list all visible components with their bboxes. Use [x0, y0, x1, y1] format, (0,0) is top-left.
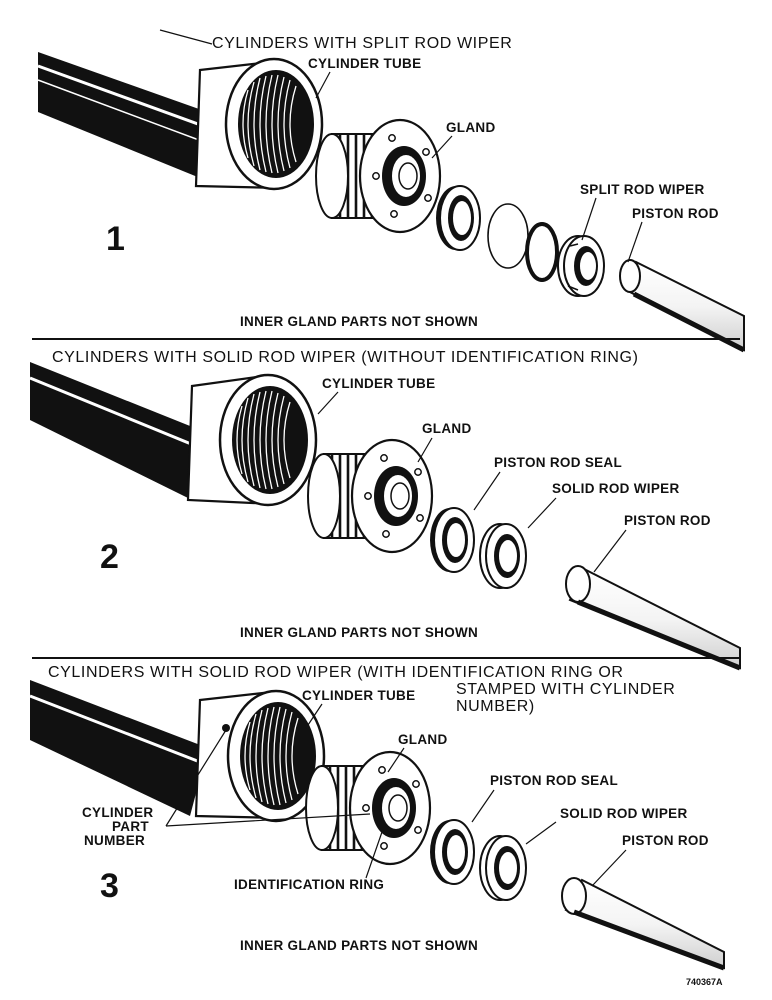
panel-number-3: 3 — [100, 867, 119, 905]
panel-3-title-line-3: NUMBER) — [456, 698, 535, 715]
leader-piston-rod-seal — [473, 471, 501, 511]
gland-2 — [306, 438, 434, 554]
cylinder-tube-bore — [224, 57, 324, 191]
piston-rod-2 — [568, 568, 741, 670]
leader-split-rod-wiper — [581, 197, 597, 241]
cylinder-tube-bore-2 — [218, 373, 318, 507]
panel-3-title-line-1: CYLINDERS WITH SOLID ROD WIPER (WITH IDE… — [48, 664, 624, 681]
leader-piston-rod-2 — [593, 529, 627, 573]
label-cylinder-tube-2: CYLINDER TUBE — [322, 376, 435, 391]
tube-highlight-3 — [29, 376, 197, 448]
leader-solid-rod-wiper-3 — [525, 821, 557, 845]
label-cylinder-tube-3: CYLINDER TUBE — [302, 688, 415, 703]
piston-rod — [624, 260, 745, 352]
figure-code: 740367A — [686, 977, 723, 987]
leader-gland-3 — [387, 747, 405, 773]
label-identification-ring: IDENTIFICATION RING — [234, 877, 384, 892]
panel-number-1: 1 — [106, 220, 125, 258]
gland — [314, 118, 442, 234]
label-piston-rod: PISTON ROD — [632, 206, 719, 221]
leader-solid-rod-wiper — [527, 497, 557, 529]
label-cylinder-tube: CYLINDER TUBE — [308, 56, 421, 71]
label-solid-rod-wiper: SOLID ROD WIPER — [552, 481, 680, 496]
gland-3 — [304, 750, 432, 866]
leader-piston-rod — [627, 221, 643, 263]
panel-3-title-line-2: STAMPED WITH CYLINDER — [456, 681, 675, 698]
leader-part-number-tube — [165, 729, 227, 827]
panel-1-note: INNER GLAND PARTS NOT SHOWN — [240, 314, 478, 329]
label-cylinder-part-number-line-3: NUMBER — [84, 833, 145, 848]
label-solid-rod-wiper-3: SOLID ROD WIPER — [560, 806, 688, 821]
piston-rod-end-2 — [565, 565, 591, 603]
seal-ring — [435, 185, 481, 251]
piston-rod-seal — [429, 507, 475, 573]
leader-gland — [431, 135, 453, 159]
solid-rod-wiper-3 — [479, 835, 527, 901]
leader-cylinder-tube-3 — [305, 703, 323, 729]
panel-1-title-leader — [159, 29, 213, 45]
piston-rod-seal-3 — [429, 819, 475, 885]
tube-highlight-2 — [37, 79, 216, 147]
label-split-rod-wiper: SPLIT ROD WIPER — [580, 182, 705, 197]
leader-gland-2 — [417, 437, 433, 463]
panel-2-title: CYLINDERS WITH SOLID ROD WIPER (WITHOUT … — [52, 349, 639, 366]
panel-number-2: 2 — [100, 538, 119, 576]
label-cylinder-part-number: CYLINDER PART NUMBER — [82, 805, 153, 848]
panel-3: CYLINDERS WITH SOLID ROD WIPER (WITH IDE… — [29, 664, 725, 971]
cylinder-tube-shaft-3 — [30, 680, 208, 816]
leader-cylinder-tube-2 — [317, 391, 339, 415]
panel-2-note: INNER GLAND PARTS NOT SHOWN — [240, 625, 478, 640]
piston-rod-3 — [564, 878, 725, 970]
piston-rod-shadow-3 — [573, 909, 725, 971]
o-ring — [525, 222, 559, 282]
label-piston-rod-seal-3: PISTON ROD SEAL — [490, 773, 618, 788]
stamp-mark — [222, 724, 230, 732]
panel-1: CYLINDERS WITH SPLIT ROD WIPER CYLINDER … — [37, 29, 746, 353]
leader-piston-rod-3 — [591, 849, 627, 887]
leader-piston-rod-seal-3 — [471, 789, 495, 823]
tube-highlight-4 — [29, 694, 201, 764]
label-piston-rod-3: PISTON ROD — [622, 833, 709, 848]
leader-identification-ring — [365, 831, 383, 879]
solid-rod-wiper — [479, 523, 527, 589]
label-cylinder-part-number-line-1: CYLINDER — [82, 805, 153, 820]
label-piston-rod-seal: PISTON ROD SEAL — [494, 455, 622, 470]
cylinder-tube-shaft-2 — [30, 362, 205, 498]
label-piston-rod-2: PISTON ROD — [624, 513, 711, 528]
label-gland-3: GLAND — [398, 732, 448, 747]
leader-part-number-ring — [165, 813, 371, 827]
panel-2: CYLINDERS WITH SOLID ROD WIPER (WITHOUT … — [29, 349, 741, 671]
piston-rod-end — [619, 259, 641, 293]
label-gland-2: GLAND — [422, 421, 472, 436]
split-rod-wiper — [557, 235, 605, 297]
panel-3-note: INNER GLAND PARTS NOT SHOWN — [240, 938, 478, 953]
label-gland: GLAND — [446, 120, 496, 135]
backup-ring — [487, 203, 529, 269]
leader-cylinder-tube — [315, 71, 331, 99]
label-cylinder-part-number-line-2: PART — [112, 819, 149, 834]
panel-1-title: CYLINDERS WITH SPLIT ROD WIPER — [212, 35, 512, 52]
piston-rod-end-3 — [561, 877, 587, 915]
piston-rod-shadow — [632, 291, 746, 353]
